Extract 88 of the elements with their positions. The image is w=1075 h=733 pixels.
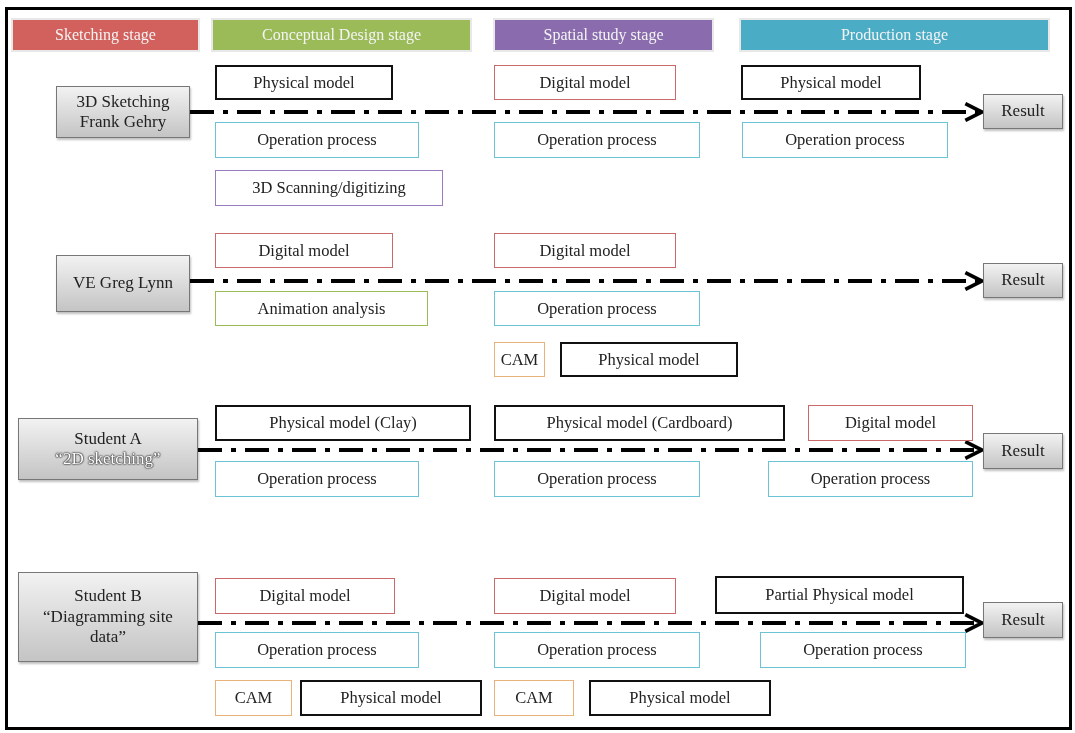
process-box bbox=[494, 405, 785, 441]
stage-header bbox=[495, 20, 712, 50]
process-box bbox=[215, 680, 292, 716]
node-label: Operation process bbox=[257, 469, 377, 489]
process-box bbox=[215, 122, 419, 158]
node-label: Sketching stage bbox=[55, 25, 156, 45]
node-label: Result bbox=[1001, 440, 1045, 462]
source-box bbox=[56, 255, 190, 312]
dash-dot-arrow bbox=[198, 439, 984, 461]
process-box bbox=[741, 65, 921, 100]
node-label: Result bbox=[1001, 101, 1045, 122]
node-label: Digital model bbox=[258, 240, 350, 261]
result-box bbox=[983, 433, 1063, 469]
node-label: 3D Scanning/digitizing bbox=[252, 178, 406, 198]
process-box bbox=[215, 578, 395, 614]
node-label: Student A bbox=[74, 428, 142, 449]
process-box bbox=[215, 233, 393, 268]
node-label: Operation process bbox=[810, 469, 931, 489]
node-label: Digital model bbox=[539, 72, 631, 93]
stage-header bbox=[741, 20, 1048, 50]
dash-dot-arrow bbox=[190, 270, 984, 292]
process-box bbox=[715, 576, 964, 614]
node-label: Result bbox=[1001, 609, 1045, 631]
process-box bbox=[808, 405, 973, 441]
node-label: “Diagramming site data” bbox=[43, 606, 173, 648]
process-box bbox=[215, 632, 419, 668]
process-box bbox=[560, 342, 738, 377]
stage-header bbox=[13, 20, 198, 50]
node-label: Student B bbox=[74, 586, 142, 607]
dash-dot-arrow bbox=[198, 612, 984, 634]
node-label: Spatial study stage bbox=[543, 25, 664, 45]
node-label: Physical model bbox=[629, 688, 731, 708]
node-label: Digital model bbox=[539, 240, 631, 261]
node-label: Physical model bbox=[780, 72, 882, 93]
node-label: 3D Sketching Frank Gehry bbox=[75, 91, 171, 133]
process-box bbox=[494, 233, 676, 268]
node-label: Operation process bbox=[537, 469, 657, 489]
stage-header bbox=[213, 20, 470, 50]
result-box bbox=[983, 602, 1063, 638]
node-label: Operation process bbox=[537, 640, 657, 660]
process-box bbox=[300, 680, 482, 716]
process-box bbox=[760, 632, 966, 668]
process-box bbox=[494, 342, 545, 377]
node-label: CAM bbox=[515, 688, 553, 708]
process-box bbox=[494, 291, 700, 326]
node-label: “2D sketching” bbox=[55, 449, 161, 470]
node-label: Physical model bbox=[598, 349, 700, 370]
process-box bbox=[494, 122, 700, 158]
process-box bbox=[494, 632, 700, 668]
process-box bbox=[215, 170, 443, 206]
node-label: Operation process bbox=[257, 640, 377, 660]
process-box bbox=[215, 461, 419, 497]
node-label: Conceptual Design stage bbox=[261, 25, 422, 45]
process-box bbox=[215, 291, 428, 326]
node-label: Digital model bbox=[259, 586, 351, 606]
node-label: Physical model (Cardboard) bbox=[546, 413, 733, 433]
process-box bbox=[494, 680, 574, 716]
node-label: Operation process bbox=[785, 130, 905, 150]
node-label: Animation analysis bbox=[257, 298, 386, 319]
node-label: Digital model bbox=[844, 413, 937, 433]
process-box bbox=[215, 65, 393, 100]
dash-dot-arrow bbox=[190, 101, 984, 123]
node-label: Operation process bbox=[803, 640, 923, 660]
node-label: VE Greg Lynn bbox=[72, 273, 174, 294]
node-label: Production stage bbox=[840, 25, 949, 45]
result-box bbox=[983, 263, 1063, 298]
process-box bbox=[589, 680, 771, 716]
source-box bbox=[18, 418, 198, 480]
result-box bbox=[983, 94, 1063, 129]
node-label: Partial Physical model bbox=[765, 585, 914, 605]
node-label: Digital model bbox=[539, 586, 631, 606]
node-label: Physical model (Clay) bbox=[269, 413, 417, 433]
process-box bbox=[215, 405, 471, 441]
node-label: Operation process bbox=[537, 298, 657, 319]
process-box bbox=[494, 461, 700, 497]
node-label: CAM bbox=[234, 688, 273, 708]
source-box bbox=[18, 572, 198, 662]
process-box bbox=[494, 65, 676, 100]
node-label: Physical model bbox=[340, 688, 442, 708]
source-box bbox=[56, 86, 190, 138]
node-label: Result bbox=[1001, 270, 1045, 291]
process-box bbox=[742, 122, 948, 158]
node-label: Physical model bbox=[253, 72, 355, 93]
process-box bbox=[494, 578, 676, 614]
node-label: Operation process bbox=[257, 130, 377, 150]
node-label: Operation process bbox=[537, 130, 657, 150]
process-box bbox=[768, 461, 973, 497]
node-label: CAM bbox=[500, 349, 539, 370]
